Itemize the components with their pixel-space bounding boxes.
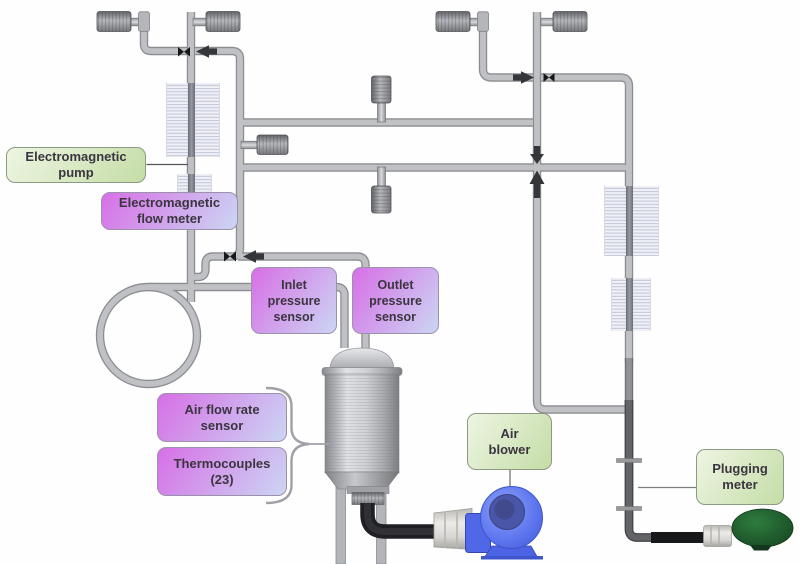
inline-valves [178,47,555,262]
label-line: Inlet [281,277,307,292]
label-line: pressure [369,293,422,308]
label-air-flow-rate-sensor: Air flow rate sensor [157,393,287,442]
plugging-meter-bulb [731,508,794,548]
label-line: (23) [210,471,234,487]
label-line: Electromagnetic [25,149,127,164]
label-plugging-meter: Plugging meter [696,449,784,505]
label-line: pump [58,165,94,180]
flow-arrow-left-icon [196,45,217,58]
pipe-flange-lower [616,506,642,511]
label-line: flow meter [136,211,202,226]
label-thermocouples: Thermocouples (23) [157,447,287,496]
label-line: Outlet [377,277,414,292]
label-line: meter [722,477,758,492]
label-line: sensor [375,309,416,324]
pipes-light-fill [97,12,632,413]
em-pump-core-rod [187,83,195,157]
plugging-meter-coupling [703,525,732,547]
label-line: pressure [267,293,321,308]
valve-symbol-right-junction [543,73,555,82]
label-outlet-pressure-sensor: Outlet pressure sensor [352,267,439,334]
flow-arrows [196,45,545,263]
label-inlet-pressure-sensor: Inlet pressure sensor [251,267,337,334]
flow-meter-core-rod [187,174,195,193]
valve-symbol-coil-junction [224,251,236,262]
label-electromagnetic-flow-meter: Electromagnetic flow meter [101,192,238,230]
pipe-right-valve-elbow [478,15,533,82]
pipe-left-valve-elbow [139,15,187,56]
air-blower-assembly [433,470,543,560]
pipe-right-drop-dark [624,358,656,542]
test-section-vessel [321,347,437,564]
label-line: sensor [200,417,244,433]
flow-arrow-up-icon [529,170,545,198]
label-air-blower: Air blower [467,413,552,470]
label-line: Air flow rate [184,401,260,417]
label-line: Air [500,425,519,441]
flow-arrow-down-icon [530,146,544,164]
flow-meter-fins [177,174,212,193]
fittings [96,11,588,214]
pipe-flange-upper [616,458,642,463]
right-heater-rod-lower [625,278,633,331]
blower-foot [481,556,543,560]
label-line: Electromagnetic [118,195,221,210]
label-line: blower [488,441,531,457]
valve-symbol-left-junction [178,47,190,57]
plugging-meter-bulb-tab [750,545,772,551]
label-line: sensor [273,309,315,324]
flow-arrow-coil-icon [243,250,264,263]
vessel-dome [329,347,395,372]
right-heater-rod-upper [625,186,633,256]
label-line: Plugging [712,461,768,476]
flow-arrow-right-icon [513,71,534,84]
label-electromagnetic-pump: Electromagnetic pump [6,147,146,183]
label-line: Thermocouples [173,455,271,471]
